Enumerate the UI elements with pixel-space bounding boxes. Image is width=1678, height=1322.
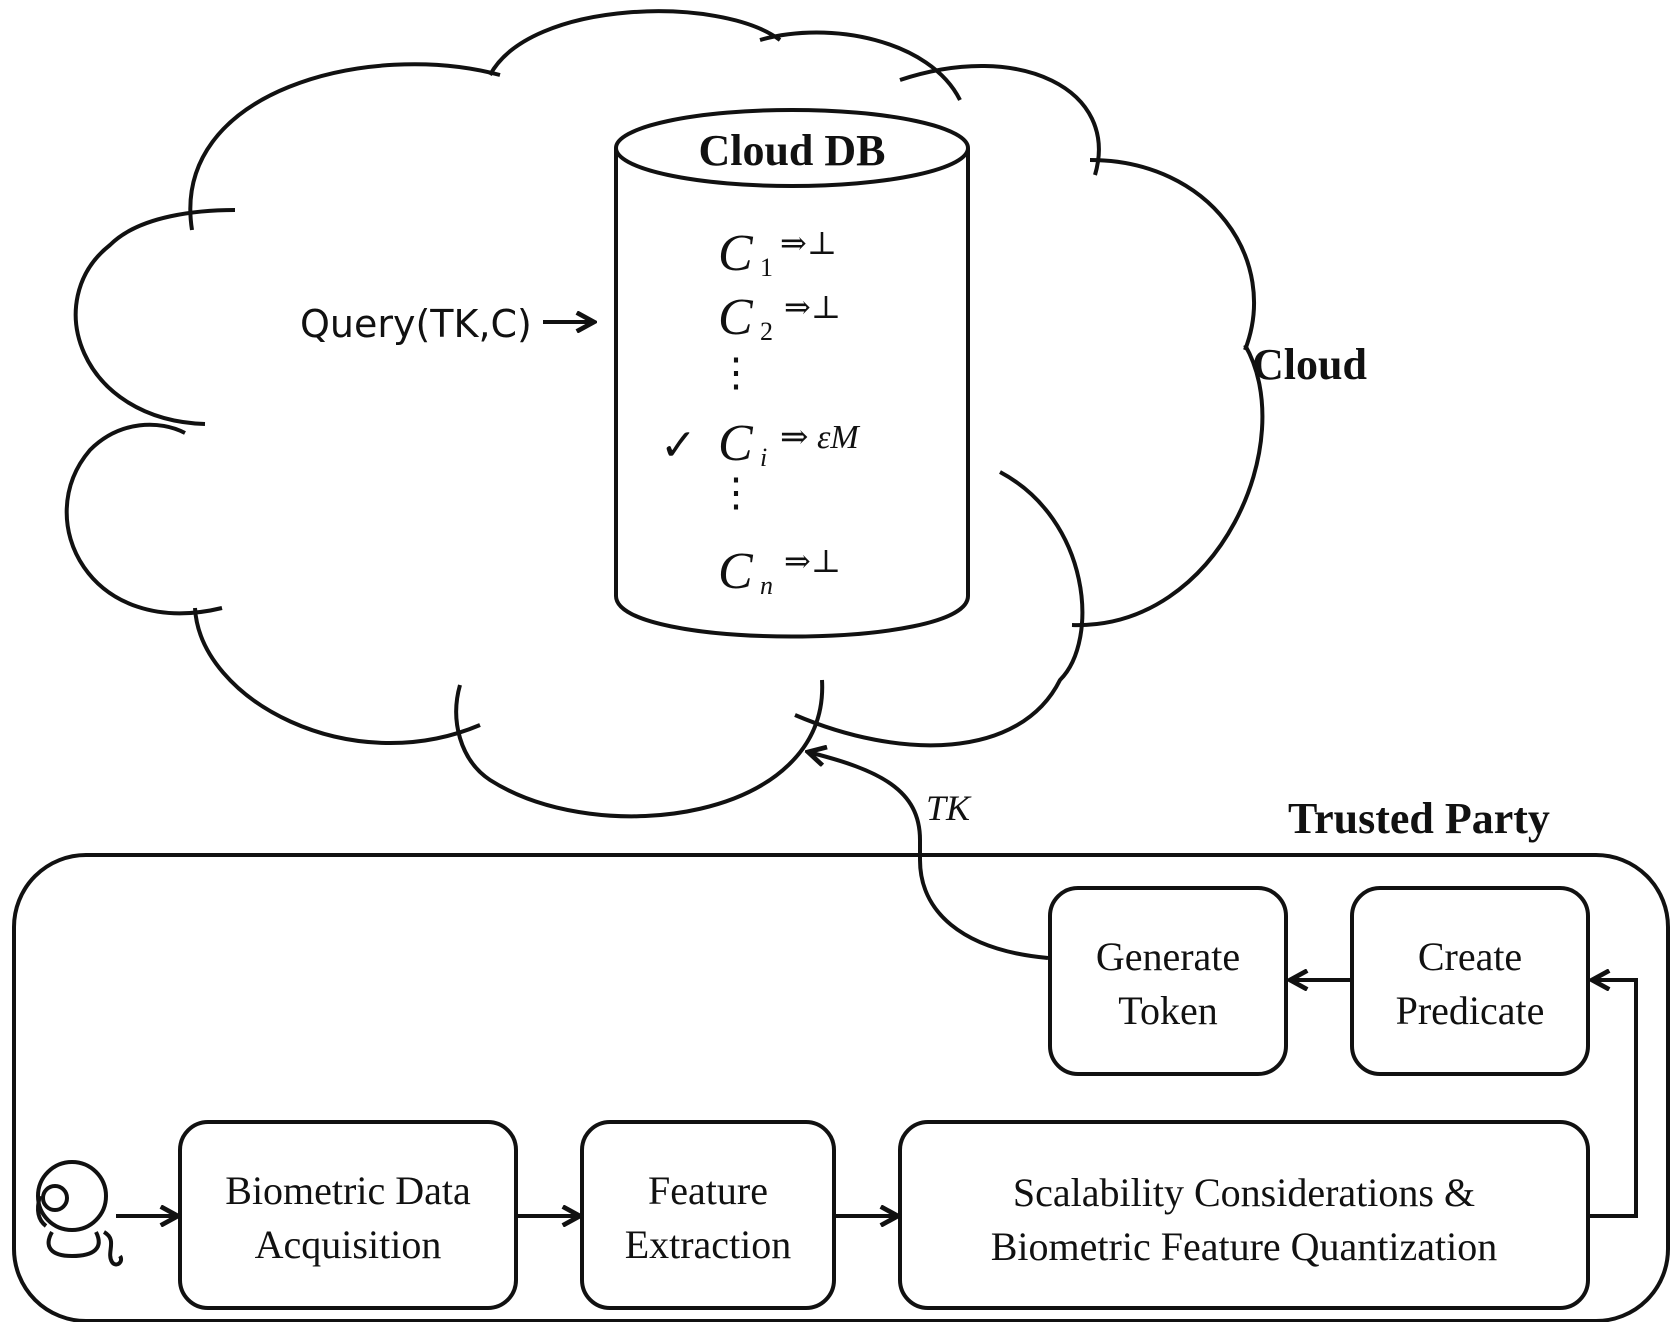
box-label-line2: Token [1118, 988, 1217, 1033]
entry-result: ⇒⊥ [780, 225, 837, 261]
cloud-db-title: Cloud DB [698, 126, 885, 175]
check-icon: ✓ [660, 421, 697, 470]
token-label: TK [926, 788, 972, 828]
db-entry-2: C 2 ⇒⊥ [718, 289, 841, 346]
biometric-acquisition-box: Biometric Data Acquisition [178, 1120, 518, 1310]
entry-symbol: C [718, 289, 754, 346]
generate-token-box: Generate Token [1048, 886, 1288, 1076]
cloud-shape [64, 9, 1265, 819]
box-label-line1: Generate [1096, 934, 1240, 979]
box-label-line2: Biometric Feature Quantization [991, 1224, 1498, 1269]
entry-subscript: 2 [760, 317, 773, 346]
box-label-line2: Extraction [625, 1222, 792, 1267]
ellipsis-1: ⋮ [716, 350, 756, 395]
feature-extraction-box: Feature Extraction [580, 1120, 836, 1310]
entry-subscript: n [760, 571, 773, 600]
cloud-db-cylinder [614, 108, 970, 639]
box-label-line2: Predicate [1396, 988, 1545, 1033]
create-predicate-box: Create Predicate [1350, 886, 1590, 1076]
entry-result: ⇒⊥ [784, 289, 841, 325]
box-label-line1: Feature [648, 1168, 768, 1213]
quantization-box: Scalability Considerations & Biometric F… [898, 1120, 1590, 1310]
ellipsis-2: ⋮ [716, 470, 756, 515]
db-entry-n: C n ⇒⊥ [718, 543, 841, 600]
entry-result: ⇒ εM [780, 419, 860, 456]
trusted-party-container [12, 853, 1670, 1322]
db-entry-i: ✓ C i ⇒ εM [660, 415, 860, 472]
db-entry-1: C 1 ⇒⊥ [718, 225, 837, 282]
webcam-icon [36, 1160, 123, 1267]
entry-result: ⇒⊥ [784, 543, 841, 579]
entry-subscript: i [760, 443, 767, 472]
flow-arrows [116, 980, 1638, 1218]
box-label-line1: Create [1418, 934, 1522, 979]
entry-symbol: C [718, 415, 754, 472]
box-label-line1: Biometric Data [225, 1168, 471, 1213]
box-label-line1: Scalability Considerations & [1013, 1170, 1475, 1215]
entry-symbol: C [718, 543, 754, 600]
entry-symbol: C [718, 225, 754, 282]
box-label-line2: Acquisition [255, 1222, 442, 1267]
arrow-quantization-to-predicate [1590, 980, 1638, 1218]
query-label: Query(TK,C) [300, 302, 532, 346]
cloud-label: Cloud [1252, 340, 1367, 389]
trusted-party-title: Trusted Party [1288, 794, 1550, 843]
token-arrow [808, 752, 1049, 960]
entry-subscript: 1 [760, 253, 773, 282]
